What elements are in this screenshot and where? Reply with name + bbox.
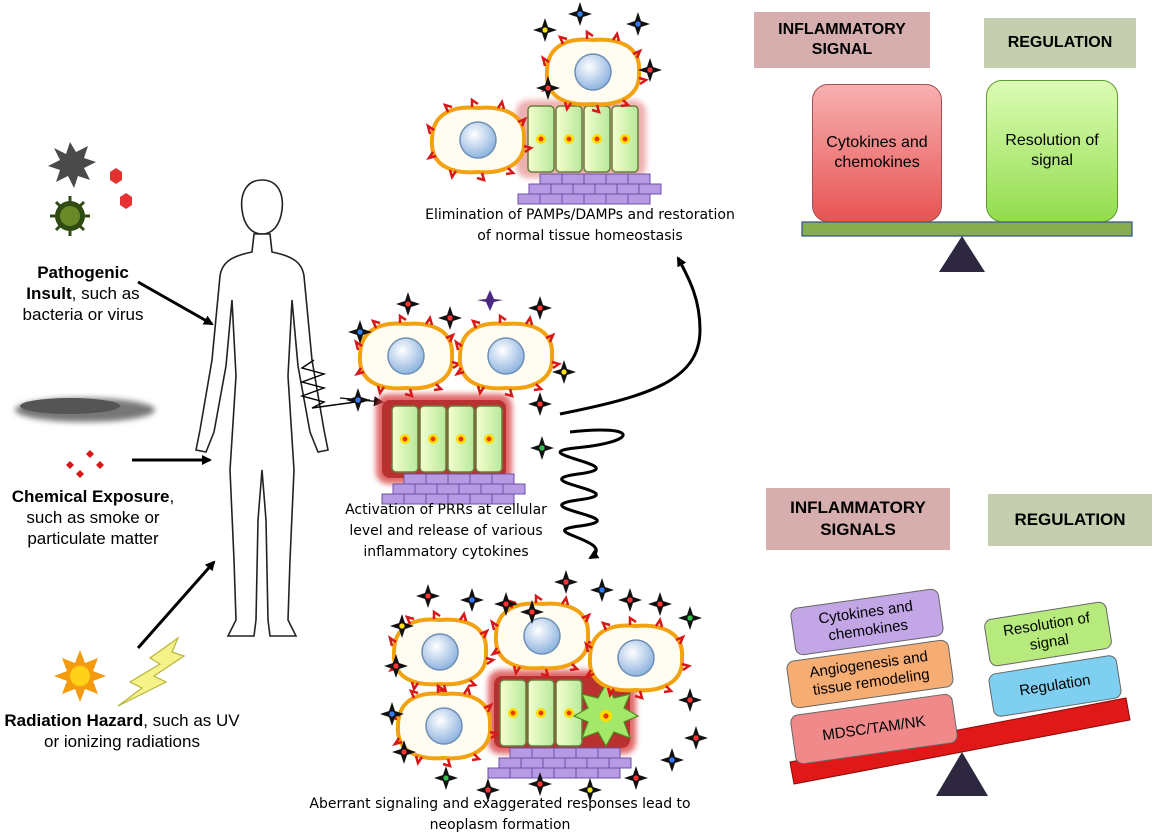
pathogen-label-rest: , such as bacteria or virus <box>22 284 144 324</box>
pathogen-label-bold: Pathogenic Insult <box>26 263 129 303</box>
pathogen-label: Pathogenic Insult, such as bacteria or v… <box>14 262 152 325</box>
arrow-to-elimination <box>559 256 702 416</box>
radiation-label-bold: Radiation Hazard <box>4 711 144 730</box>
aberrant-left-header: INFLAMMATORY SIGNALS <box>766 488 950 550</box>
elimination-caption: Elimination of PAMPs/DAMPs and restorati… <box>425 207 735 244</box>
chemical-particles-icon <box>66 450 104 478</box>
balance-aberrant-beam <box>789 697 1131 796</box>
sun-icon <box>54 650 106 702</box>
lightning-icon <box>117 636 186 707</box>
tissue-aberrant-icon <box>380 570 708 802</box>
bacteria-icon <box>50 196 90 236</box>
chemical-label: Chemical Exposure, such as smoke or part… <box>0 486 186 549</box>
arrow-to-aberrant <box>558 428 625 560</box>
normal-right-header: REGULATION <box>984 18 1136 68</box>
human-silhouette-icon <box>195 179 329 637</box>
virus-icon <box>48 142 96 188</box>
chemical-label-bold: Chemical Exposure <box>11 487 170 506</box>
chemical-label-rest: , such as smoke or particulate matter <box>26 487 175 548</box>
resolution-block: Resolution of signal <box>986 80 1118 222</box>
radiation-label-rest: , such as UV or ionizing radiations <box>44 711 240 751</box>
activation-caption: Activation of PRRs at cellular level and… <box>345 502 547 560</box>
particle-icon <box>110 168 132 209</box>
tissue-elimination-icon <box>426 2 662 205</box>
aberrant-right-header: REGULATION <box>988 494 1152 546</box>
aberrant-caption: Aberrant signaling and exaggerated respo… <box>309 796 691 833</box>
balance-normal-beam <box>801 221 1133 272</box>
tissue-activation-icon <box>346 290 576 505</box>
normal-left-header: INFLAMMATORY SIGNAL <box>754 12 930 68</box>
arm-squiggle <box>299 359 371 409</box>
insult-arrows <box>132 280 216 649</box>
radiation-label: Radiation Hazard, such as UV or ionizing… <box>2 710 242 752</box>
cytokines-block: Cytokines and chemokines <box>812 84 942 222</box>
smoke-icon <box>15 398 155 422</box>
